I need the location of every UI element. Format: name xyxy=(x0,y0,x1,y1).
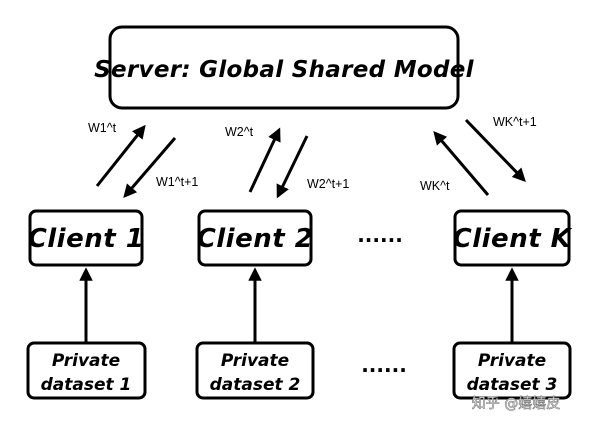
server-node: Server: Global Shared Model xyxy=(94,25,475,110)
client-box-1 xyxy=(28,209,144,267)
dataset-line1-2: Private xyxy=(221,351,289,371)
client-box-2 xyxy=(197,209,313,267)
client-1-download-arrow xyxy=(123,137,177,199)
client-node-1: Client 1 xyxy=(28,209,145,267)
client-1-upload-label: W1^t xyxy=(88,121,117,135)
client-2-download-arrow xyxy=(276,135,309,199)
watermark-text: 知乎 @嬉嬉皮 xyxy=(472,395,560,412)
client-1-upload-arrow xyxy=(95,124,146,187)
client-1-download-label: W1^t+1 xyxy=(156,175,198,189)
client-2-upload-label: W2^t xyxy=(225,125,254,139)
dataset-line2-3: dataset 3 xyxy=(467,375,558,395)
client-k-download-label: WK^t+1 xyxy=(493,115,537,129)
client-2-download-label: W2^t+1 xyxy=(307,177,349,191)
dataset-node-3: Private dataset 3 xyxy=(452,341,572,400)
client-k-upload-label: WK^t xyxy=(420,179,450,193)
dataset-node-1: Private dataset 1 xyxy=(26,341,147,400)
datasets-ellipsis: ...... xyxy=(361,353,407,377)
clients-ellipsis: ...... xyxy=(357,223,403,247)
dataset-line1-1: Private xyxy=(52,351,120,371)
client-2-upload-arrow xyxy=(248,127,281,193)
server-label: Server: Global Shared Model xyxy=(94,57,475,83)
client-box-k xyxy=(453,209,571,267)
client-k-download-arrow xyxy=(464,118,526,182)
dataset-node-2: Private dataset 2 xyxy=(195,341,315,400)
dataset-line2-2: dataset 2 xyxy=(210,375,301,395)
client-label-1: Client 1 xyxy=(28,224,145,254)
client-node-k: Client K xyxy=(453,209,573,267)
server-box xyxy=(108,25,460,110)
client-k-upload-arrow xyxy=(433,130,490,196)
dataset-line1-3: Private xyxy=(478,351,546,371)
dataset-line2-1: dataset 1 xyxy=(41,375,132,395)
client-label-k: Client K xyxy=(453,224,573,254)
client-node-2: Client 2 xyxy=(197,209,314,267)
client-label-2: Client 2 xyxy=(197,224,314,254)
